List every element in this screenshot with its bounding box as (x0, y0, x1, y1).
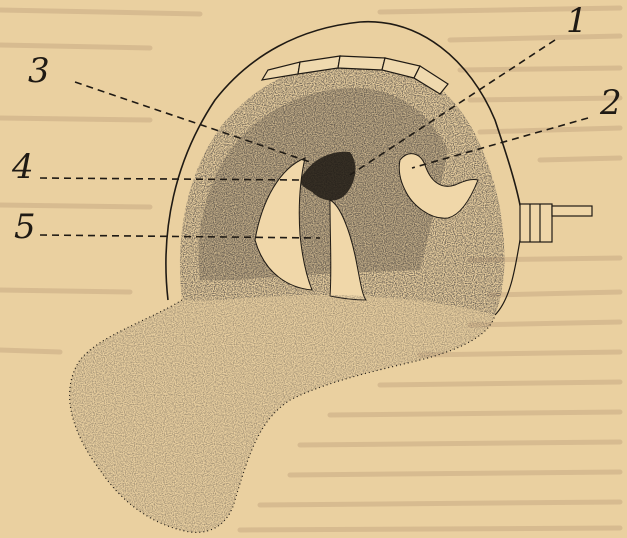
label-1: 1 (566, 4, 588, 38)
label-4: 4 (12, 150, 34, 184)
retractor-tool (520, 204, 592, 242)
label-3: 3 (28, 54, 50, 88)
label-5: 5 (14, 210, 36, 244)
label-2: 2 (600, 86, 622, 120)
